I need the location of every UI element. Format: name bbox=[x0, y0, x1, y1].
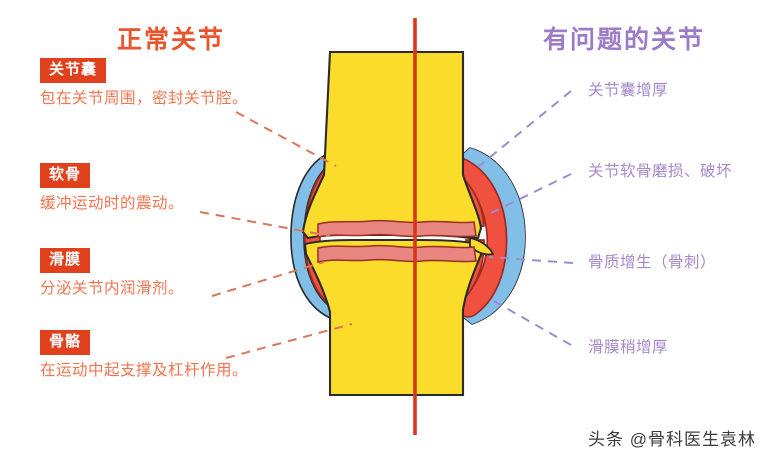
leader-lines-right bbox=[477, 90, 574, 346]
cartilage-lower-shape bbox=[317, 244, 477, 263]
page-title-problem-joint: 有问题的关节 bbox=[543, 26, 706, 54]
bone-upper-shape bbox=[301, 50, 483, 240]
label-block-bone: 骨骼 在运动中起支撑及杠杆作用。 bbox=[40, 330, 272, 381]
bone-lower-shape bbox=[303, 238, 484, 397]
chip-cartilage: 软骨 bbox=[40, 163, 91, 188]
chip-joint-capsule: 关节囊 bbox=[40, 58, 107, 83]
label-block-synovium: 滑膜 分泌关节内润滑剂。 bbox=[40, 248, 272, 299]
label-osteophyte: 骨质增生（骨刺） bbox=[588, 254, 717, 271]
page-title-normal-joint: 正常关节 bbox=[117, 26, 226, 54]
leader-line-cartilage-left bbox=[199, 211, 331, 237]
leader-line-synovium-left bbox=[211, 261, 325, 297]
label-capsule-thickening: 关节囊增厚 bbox=[588, 82, 669, 99]
desc-cartilage: 缓冲运动时的震动。 bbox=[40, 194, 185, 212]
leader-line-osteophyte bbox=[488, 256, 574, 264]
label-synovium-thickening: 滑膜稍增厚 bbox=[588, 339, 669, 356]
label-block-joint-capsule: 关节囊 包在关节周围，密封关节腔。 bbox=[40, 58, 272, 109]
label-block-cartilage: 软骨 缓冲运动时的震动。 bbox=[40, 163, 272, 214]
chip-bone: 骨骼 bbox=[40, 330, 91, 355]
desc-bone: 在运动中起支撑及杠杆作用。 bbox=[40, 361, 249, 379]
desc-synovium: 分泌关节内润滑剂。 bbox=[40, 279, 185, 297]
leader-line-capsule-right bbox=[477, 90, 572, 168]
cartilage-upper-shape bbox=[317, 219, 477, 238]
leader-line-capsule-left bbox=[235, 111, 337, 167]
label-cartilage-wear: 关节软骨磨损、破坏 bbox=[588, 163, 733, 180]
watermark-text: 头条 @骨科医生袁林 bbox=[588, 430, 756, 449]
chip-synovium: 滑膜 bbox=[40, 248, 91, 273]
desc-joint-capsule: 包在关节周围，密封关节腔。 bbox=[40, 89, 249, 107]
leader-line-synovium-right bbox=[491, 299, 572, 346]
leader-lines-left bbox=[199, 111, 353, 359]
leader-line-bone-left bbox=[225, 323, 353, 359]
